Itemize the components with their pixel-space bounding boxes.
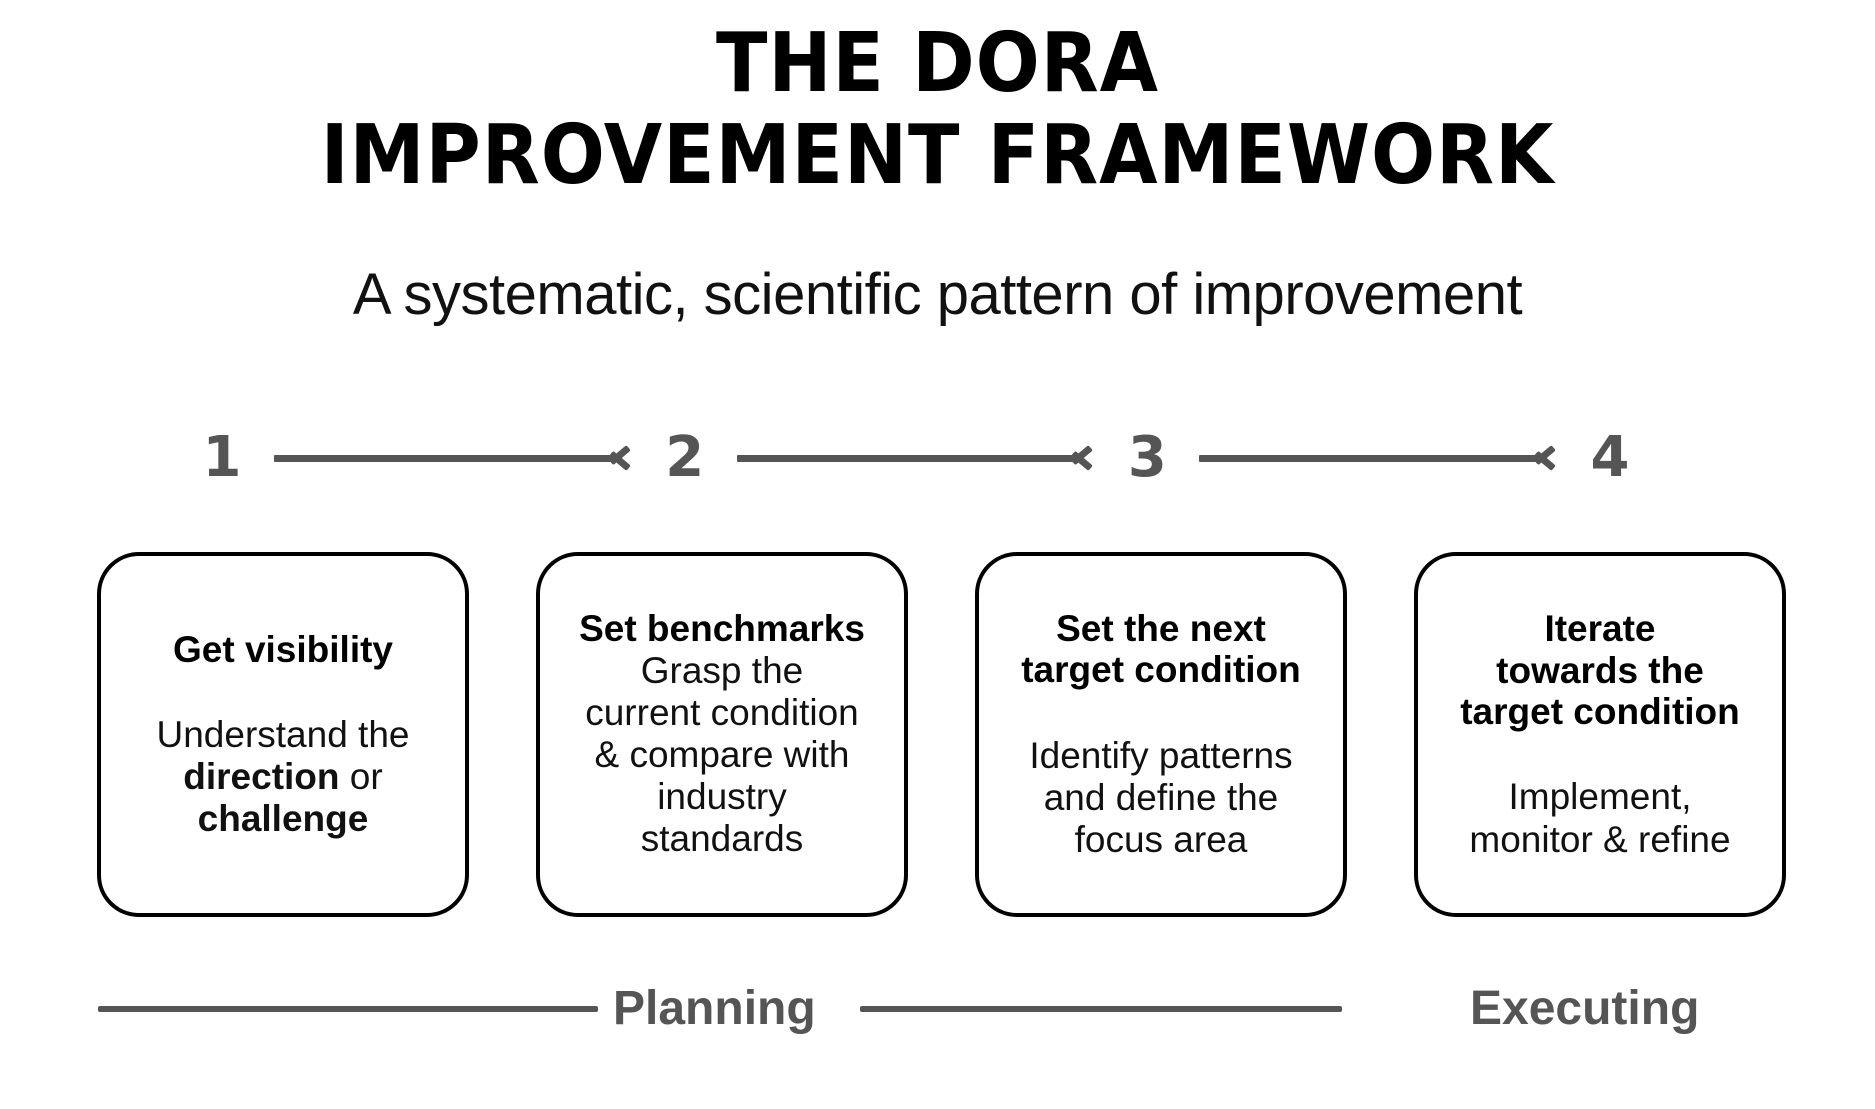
phase-label-executing: Executing bbox=[1470, 982, 1700, 1035]
card-1-body-bold-1: direction bbox=[183, 756, 340, 798]
step-number-1: 1 bbox=[202, 425, 242, 490]
card-1-body-mid: or bbox=[349, 756, 383, 798]
phase-row: Planning Executing bbox=[0, 975, 1875, 1045]
framework-card-3: Set the next target condition Identify p… bbox=[975, 552, 1347, 917]
step-number-3: 3 bbox=[1127, 425, 1167, 490]
step-sequence: 1 2 3 4 bbox=[196, 422, 1636, 494]
page-subtitle: A systematic, scientific pattern of impr… bbox=[352, 262, 1523, 327]
card-1-body-bold-2: challenge bbox=[197, 798, 369, 840]
arrow-shaft bbox=[1199, 455, 1546, 462]
step-number-2: 2 bbox=[665, 425, 705, 490]
page-title-line-2: IMPROVEMENT FRAMEWORK bbox=[320, 107, 1555, 203]
arrow-head bbox=[611, 447, 633, 469]
framework-card-1: Get visibility Understand the direction … bbox=[97, 552, 469, 917]
arrow-shaft bbox=[274, 455, 620, 462]
card-1-body-prefix: Understand the bbox=[156, 713, 410, 755]
arrow-right-icon-3 bbox=[1199, 441, 1558, 475]
card-3-heading: Set the next target condition bbox=[1021, 607, 1301, 691]
framework-cards: Get visibility Understand the direction … bbox=[0, 552, 1875, 917]
card-1-heading: Get visibility bbox=[172, 628, 393, 670]
framework-card-2: Set benchmarks Grasp the current conditi… bbox=[536, 552, 908, 917]
card-1-body: Understand the direction or challenge bbox=[156, 714, 409, 841]
arrow-head bbox=[1536, 447, 1558, 469]
step-number-4: 4 bbox=[1590, 425, 1630, 490]
card-3-body: Identify patterns and define the focus a… bbox=[1029, 734, 1293, 861]
phase-label-planning: Planning bbox=[613, 982, 816, 1035]
page-title-line-1: THE DORA bbox=[715, 16, 1159, 111]
title-block: THE DORA IMPROVEMENT FRAMEWORK bbox=[0, 18, 1875, 202]
arrow-shaft bbox=[736, 455, 1083, 462]
framework-card-4: Iterate towards the target condition Imp… bbox=[1414, 552, 1786, 917]
card-4-body: Implement, monitor & refine bbox=[1469, 776, 1731, 860]
arrow-right-icon-1 bbox=[274, 441, 633, 475]
arrow-right-icon-2 bbox=[736, 441, 1096, 475]
phase-divider-left bbox=[98, 1006, 598, 1012]
card-4-heading: Iterate towards the target condition bbox=[1460, 608, 1740, 733]
card-2-body: Grasp the current condition & compare wi… bbox=[585, 649, 859, 860]
card-2-heading: Set benchmarks bbox=[579, 608, 865, 650]
phase-divider-right bbox=[860, 1006, 1342, 1012]
arrow-head bbox=[1073, 447, 1095, 469]
